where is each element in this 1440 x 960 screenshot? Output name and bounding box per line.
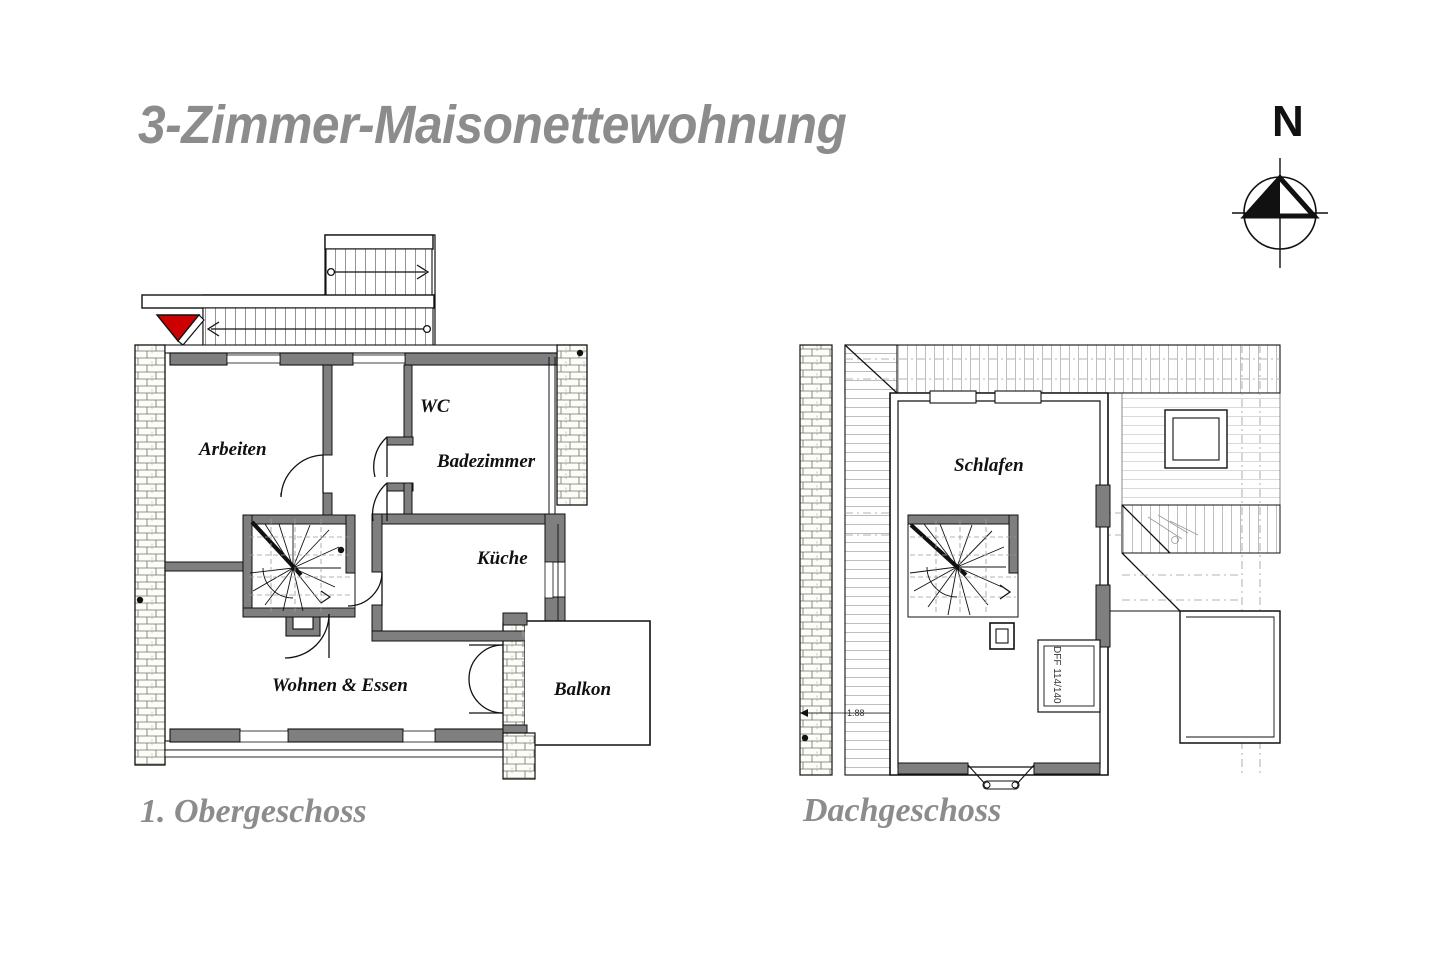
stair-run-down (202, 307, 434, 351)
roof-surfaces (799, 344, 1281, 776)
dormer-window-icon (967, 764, 1035, 790)
floorplan-dachgeschoss (799, 344, 1281, 790)
duct-icon (989, 622, 1015, 650)
page-title: 3-Zimmer-Maisonettewohnung (138, 95, 847, 155)
south-wall-og (164, 728, 506, 758)
door-swings-og (280, 436, 504, 714)
roof-window-label: DFF 114/140 (1051, 646, 1062, 704)
room-label-kueche: Küche (477, 548, 528, 569)
room-label-wc: WC (420, 396, 450, 417)
roof-window-dff (1037, 639, 1101, 713)
spiral-stair-icon-dg (907, 514, 1019, 618)
room-label-wohnen-essen: Wohnen & Essen (272, 675, 408, 696)
spiral-stair-icon-og (242, 514, 356, 618)
floor-caption-dachgeschoss: Dachgeschoss (803, 792, 1002, 829)
dimension-knee-wall: 1.88 (847, 708, 865, 718)
north-wall-og (164, 344, 558, 366)
exterior-walls-og (134, 344, 588, 766)
interior-walls-og (164, 357, 566, 642)
stair-run-up (325, 248, 433, 296)
north-label: N (1272, 97, 1304, 146)
skylight-icon (1164, 409, 1228, 469)
stair-hall-entry (141, 234, 436, 351)
balcony-og (502, 612, 651, 780)
room-label-badezimmer: Badezimmer (437, 451, 536, 472)
room-label-arbeiten: Arbeiten (199, 439, 267, 460)
compass-rose-icon (1232, 158, 1328, 268)
floor-caption-obergeschoss: 1. Obergeschoss (140, 793, 367, 830)
room-label-balkon: Balkon (554, 679, 612, 700)
floorplan-obergeschoss (134, 234, 651, 780)
entry-marker-icon (155, 314, 205, 346)
room-label-schlafen: Schlafen (954, 455, 1024, 476)
